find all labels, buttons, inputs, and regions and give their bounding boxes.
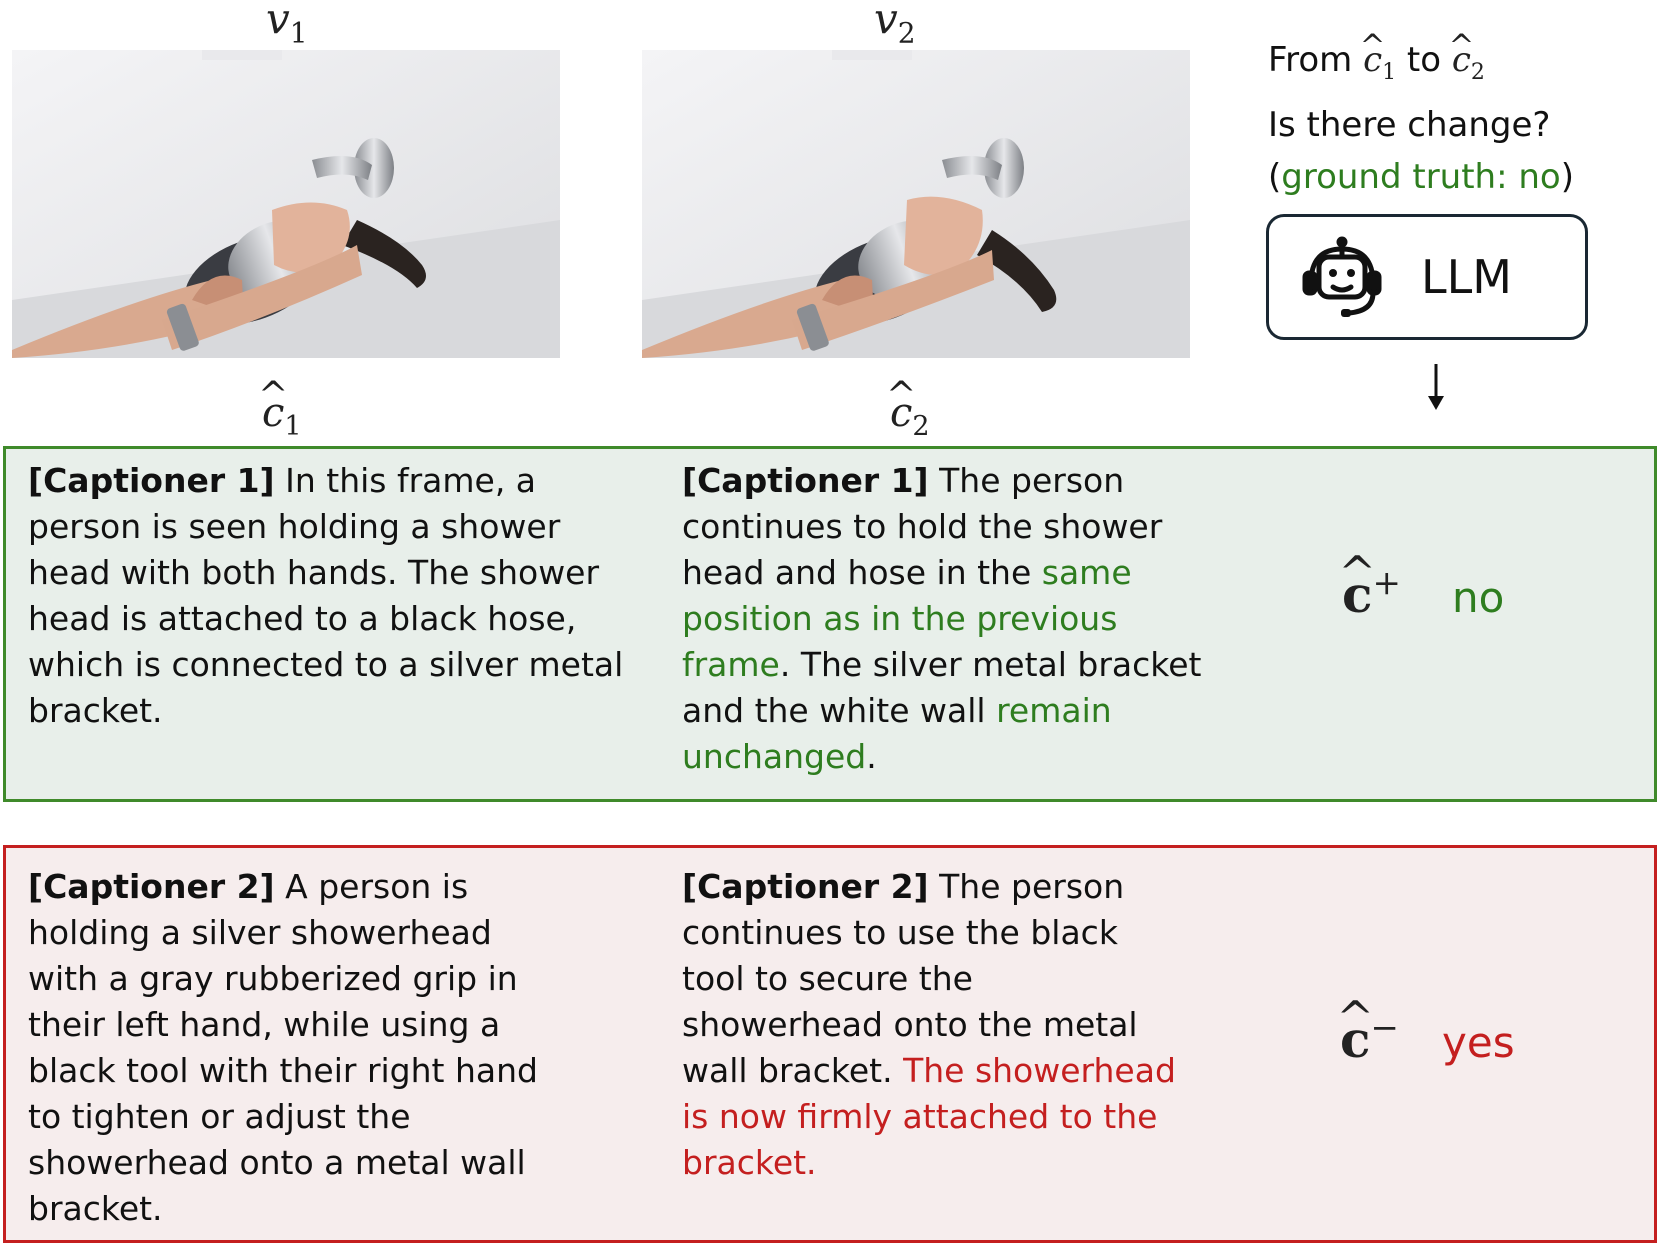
frame-label-v2-base: v [874,0,898,43]
caption-label-c2-base: c [890,390,912,436]
query-c2: c2 [1452,40,1485,85]
positive-caption-2: [Captioner 1] The person continues to ho… [682,458,1202,780]
frame-label-v1: v1 [266,0,308,49]
query-from-line: From c1 to c2 [1268,34,1574,99]
query-c1-sub: 1 [1382,59,1397,85]
frame-label-v1-sub: 1 [289,16,308,50]
caption-label-c1-sub: 1 [284,411,302,442]
query-question: Is there change? [1268,104,1551,145]
negative-caption-1-tag: [Captioner 2] [28,867,275,906]
positive-caption-1-tag: [Captioner 1] [28,461,275,500]
robot-headset-icon [1302,236,1382,317]
negative-answer: yes [1442,1018,1515,1067]
down-arrow-icon [1428,364,1444,410]
positive-caption-2-tag: [Captioner 1] [682,461,929,500]
gt-close-paren: ) [1560,156,1574,197]
positive-caption-2-text-a: The person continues to hold the shower … [682,461,1163,592]
query-block: From c1 to c2 Is there change? (ground t… [1268,34,1574,203]
llm-label: LLM [1421,250,1512,304]
negative-caption-1-text: A person is holding a silver showerhead … [28,867,538,1228]
negative-symbol: c− [1340,1008,1399,1069]
negative-symbol-sup: − [1370,1008,1399,1048]
query-c2-sub: 2 [1470,59,1485,85]
positive-symbol-base: c [1342,565,1372,624]
shower-frame-illustration-2 [642,50,1190,358]
negative-caption-1: [Captioner 2] A person is holding a silv… [28,864,568,1232]
positive-symbol: c+ [1342,563,1401,624]
query-to-word: to [1406,40,1442,80]
caption-label-c1: c1 [262,390,302,442]
gt-open-paren: ( [1268,156,1282,197]
caption-label-c2: c2 [890,390,930,442]
positive-caption-2-highlight-b: remain unchanged [682,691,1112,776]
video-frame-v1 [12,50,560,358]
llm-box: LLM [1266,214,1588,340]
frame-label-v2: v2 [874,0,916,49]
positive-caption-1-text: In this frame, a person is seen holding … [28,461,624,730]
query-c2-base: c [1452,34,1471,86]
query-ground-truth: (ground truth: no) [1268,151,1574,203]
negative-panel: [Captioner 2] A person is holding a silv… [3,845,1657,1243]
query-from-word: From [1268,40,1353,80]
query-c1-base: c [1363,34,1382,86]
positive-caption-1: [Captioner 1] In this frame, a person is… [28,458,628,734]
negative-caption-2-tag: [Captioner 2] [682,867,929,906]
positive-caption-2-highlight-a: same position as in the previous frame [682,553,1132,684]
caption-label-c1-base: c [262,390,284,436]
negative-symbol-base: c [1340,1010,1370,1069]
shower-frame-illustration-1 [12,50,560,358]
frame-label-v2-sub: 2 [897,16,916,50]
caption-label-c2-sub: 2 [912,411,930,442]
positive-answer: no [1452,573,1505,622]
negative-caption-2: [Captioner 2] The person continues to us… [682,864,1182,1186]
negative-caption-2-text-a: The person continues to use the black to… [682,867,1138,1090]
positive-caption-2-text-c: . [866,737,877,776]
frame-label-v1-base: v [266,0,290,43]
negative-caption-2-highlight-a: The showerhead is now firmly attached to… [682,1051,1176,1182]
positive-caption-2-text-b: . The silver metal bracket and the white… [682,645,1202,730]
positive-symbol-sup: + [1372,563,1401,603]
video-frame-v2 [642,50,1190,358]
positive-panel: [Captioner 1] In this frame, a person is… [3,446,1657,802]
query-c1: c1 [1363,40,1396,85]
gt-text: ground truth: no [1281,156,1561,197]
